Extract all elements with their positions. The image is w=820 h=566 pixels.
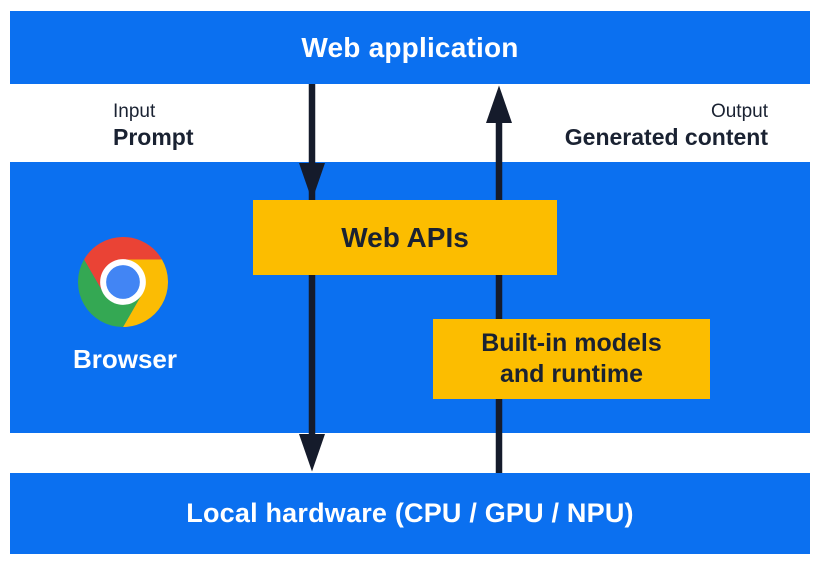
chrome-logo-green-segment xyxy=(78,259,143,327)
web-application-bar: Web application xyxy=(10,11,810,84)
chrome-logo-red-segment xyxy=(84,237,162,294)
generated-content-label: Generated content xyxy=(564,124,768,150)
chrome-logo-blue-center xyxy=(106,265,140,299)
output-caption: Output xyxy=(710,101,768,122)
builtin-models-label-line2: and runtime xyxy=(499,360,644,388)
local-hardware-label: Local hardware (CPU / GPU / NPU) xyxy=(186,498,634,528)
builtin-models-label-line1: Built-in models xyxy=(481,329,662,357)
web-application-label: Web application xyxy=(301,31,519,63)
chrome-logo-icon xyxy=(78,237,168,327)
web-apis-box: Web APIs xyxy=(253,200,557,275)
web-apis-label: Web APIs xyxy=(341,221,469,253)
local-hardware-bar: Local hardware (CPU / GPU / NPU) xyxy=(10,473,810,554)
browser-label: Browser xyxy=(72,344,178,374)
prompt-label: Prompt xyxy=(113,124,194,150)
chrome-logo-yellow-segment xyxy=(123,259,168,327)
builtin-models-box: Built-in models and runtime xyxy=(433,319,710,399)
output-label-group: Output Generated content xyxy=(565,100,768,152)
input-caption: Input xyxy=(113,101,156,122)
input-label-group: Input Prompt xyxy=(113,100,194,152)
